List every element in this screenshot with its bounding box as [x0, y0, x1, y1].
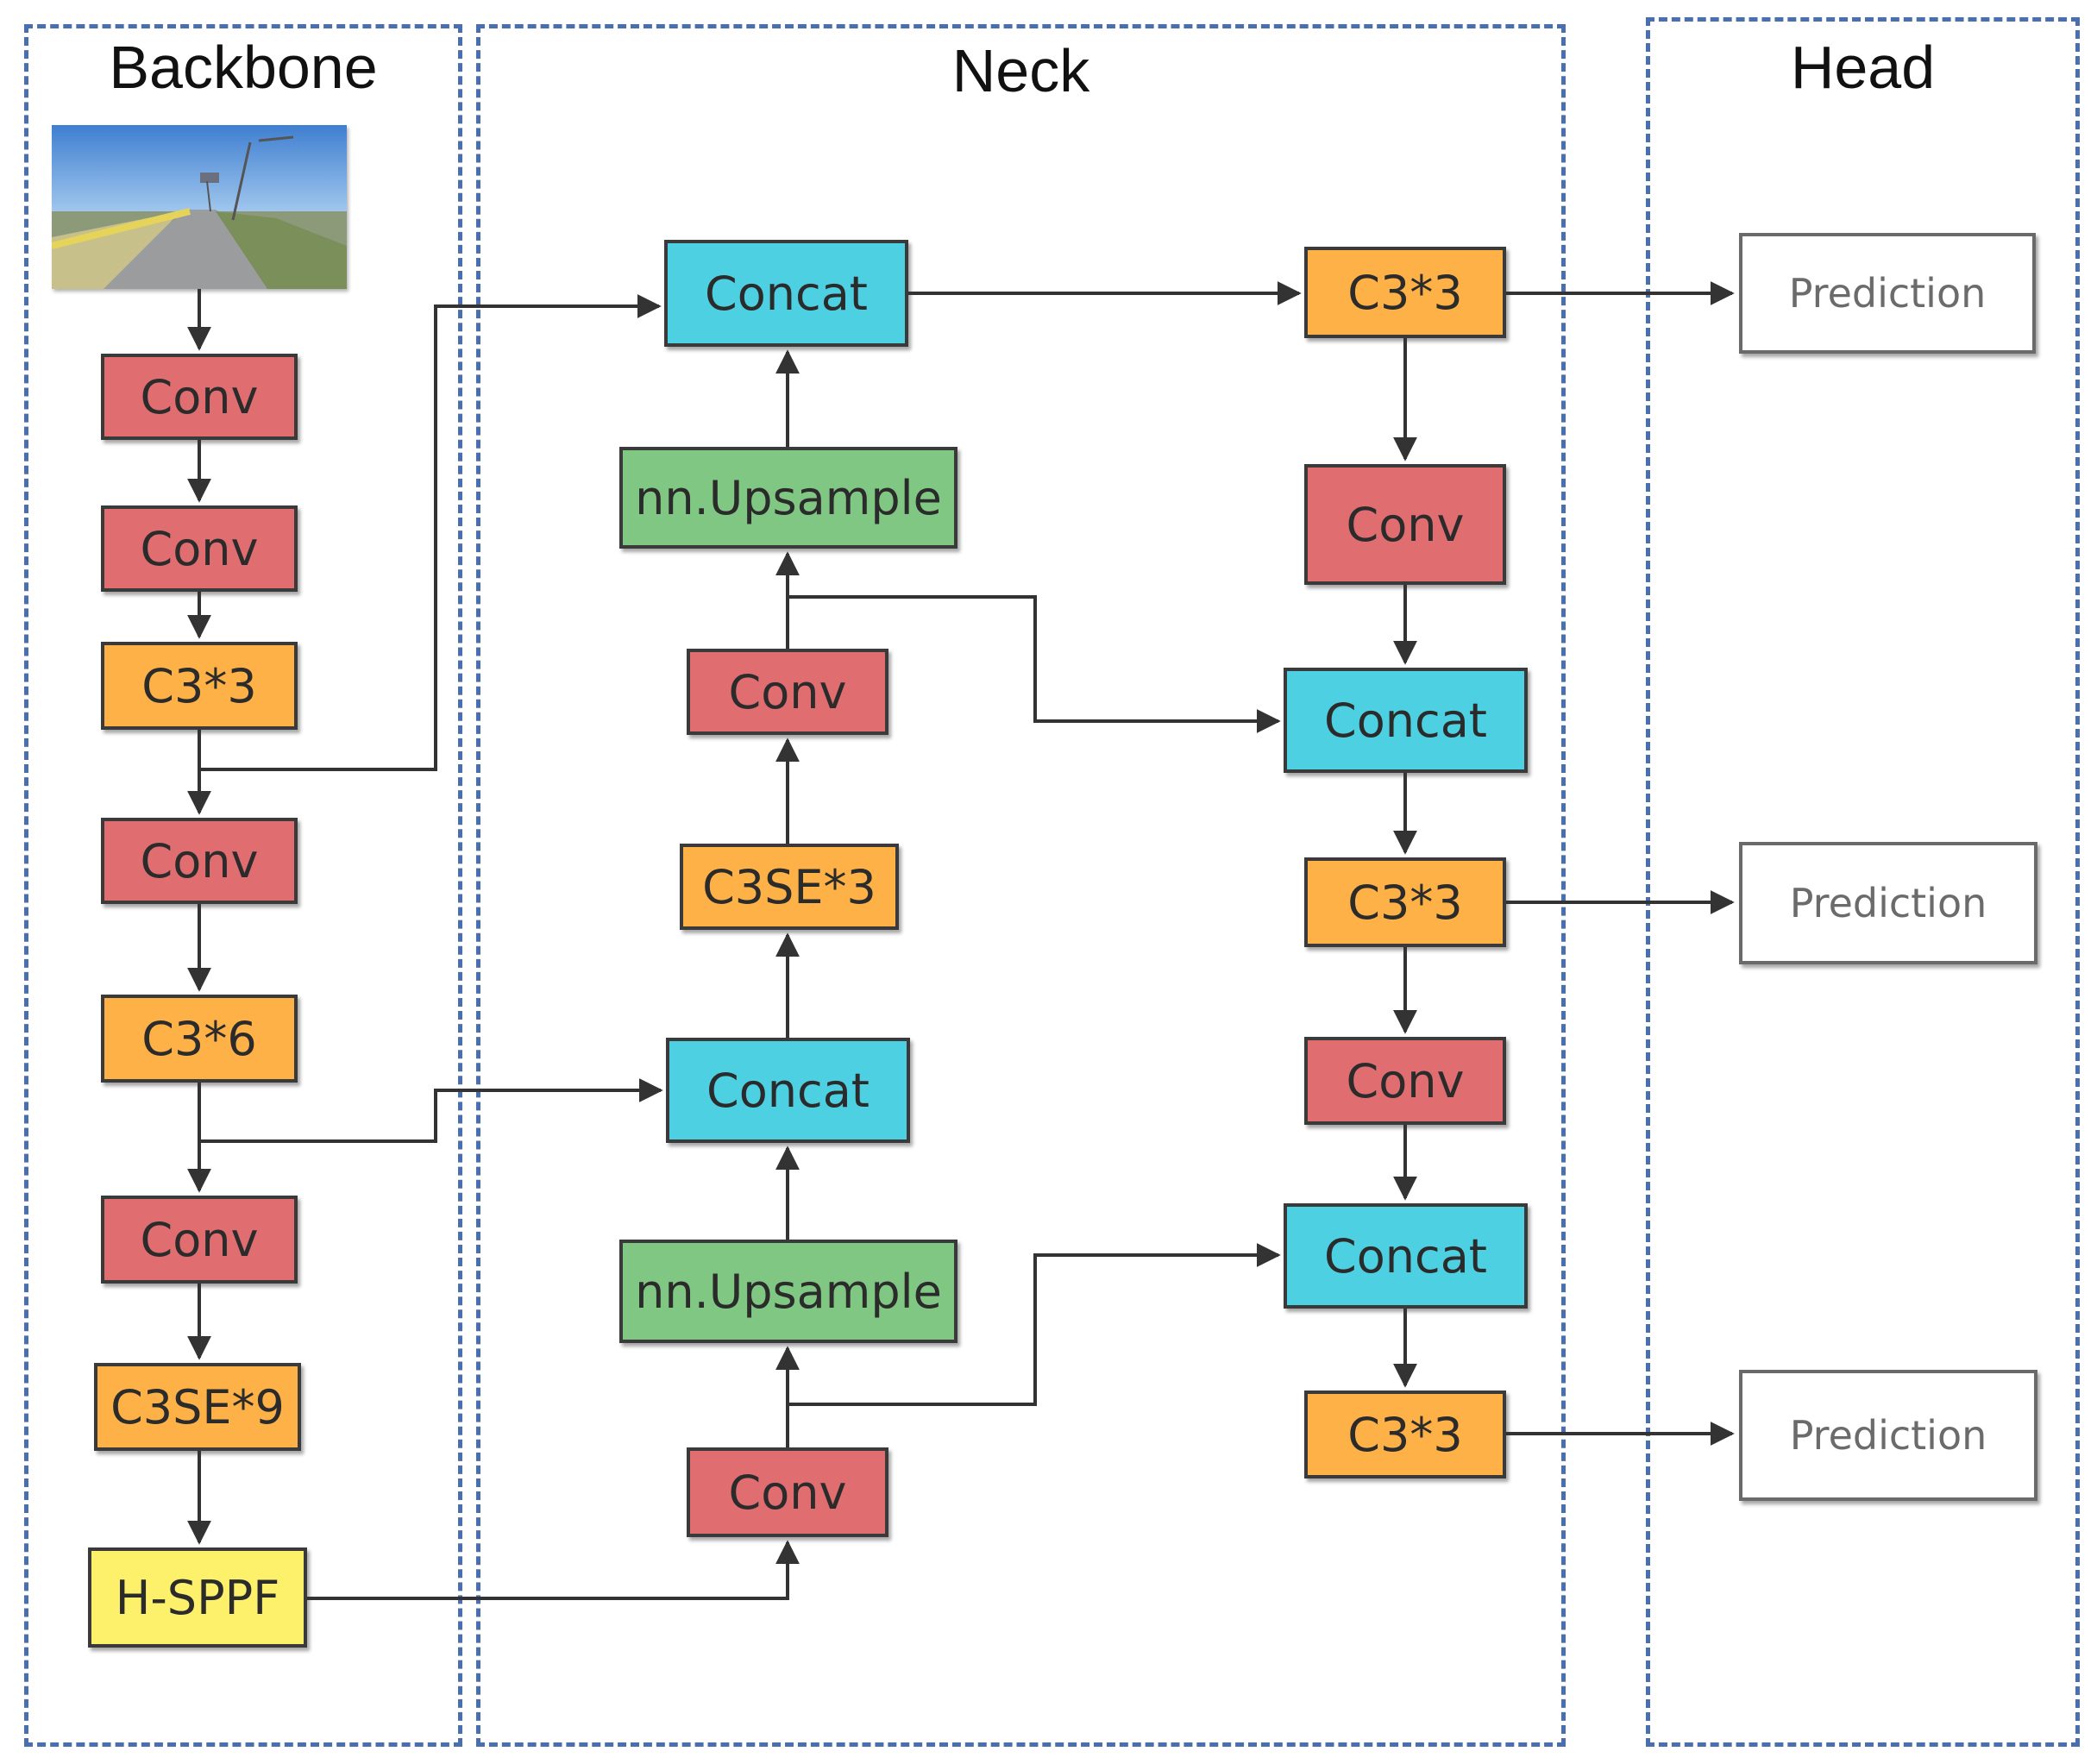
backbone-conv-3: Conv: [101, 818, 298, 904]
neck-conv-b: Conv: [1304, 1037, 1506, 1125]
neck-upsample-bottom: nn.Upsample: [619, 1240, 957, 1343]
arrow-hsppf-to-neck-conv: [307, 1540, 800, 1600]
neck-c3-mid: C3*3: [1304, 857, 1506, 947]
neck-c3-bottom: C3*3: [1304, 1390, 1506, 1478]
head-prediction-1: Prediction: [1739, 233, 2036, 354]
backbone-c3se-9: C3SE*9: [94, 1363, 301, 1451]
head-section: [1646, 17, 2080, 1747]
backbone-section: [24, 24, 462, 1747]
head-prediction-2: Prediction: [1739, 842, 2037, 964]
backbone-conv-1: Conv: [101, 354, 298, 440]
neck-conv-bottom: Conv: [687, 1447, 888, 1537]
neck-upsample-top: nn.Upsample: [619, 447, 957, 549]
backbone-c3-6: C3*6: [101, 995, 298, 1083]
neck-c3se-3: C3SE*3: [680, 844, 899, 930]
head-title: Head: [1790, 34, 1936, 101]
arrow-conv-bottom-to-concat-b: [788, 1243, 1281, 1406]
backbone-title: Backbone: [109, 34, 378, 101]
neck-concat-b: Concat: [1284, 1203, 1528, 1309]
arrow-conv-mid-to-concat-a: [788, 595, 1281, 733]
neck-conv-mid: Conv: [687, 649, 888, 735]
neck-c3-top: C3*3: [1304, 247, 1506, 338]
head-prediction-3: Prediction: [1739, 1370, 2037, 1501]
input-road-image: [51, 125, 347, 289]
arrow-skip-c3-to-concat-top: [199, 294, 662, 771]
road-image-illustration: [51, 125, 347, 289]
backbone-h-sppf: H-SPPF: [88, 1547, 307, 1648]
neck-concat-a: Concat: [1284, 668, 1528, 773]
backbone-conv-2: Conv: [101, 505, 298, 592]
neck-section: [476, 24, 1566, 1747]
arrow-skip-c36-to-concat-mid: [199, 1078, 663, 1143]
backbone-c3-3: C3*3: [101, 642, 298, 730]
neck-concat-mid: Concat: [666, 1038, 910, 1143]
neck-conv-a: Conv: [1304, 464, 1506, 585]
neck-concat-top: Concat: [664, 240, 908, 347]
backbone-conv-4: Conv: [101, 1196, 298, 1284]
neck-title: Neck: [951, 37, 1090, 104]
